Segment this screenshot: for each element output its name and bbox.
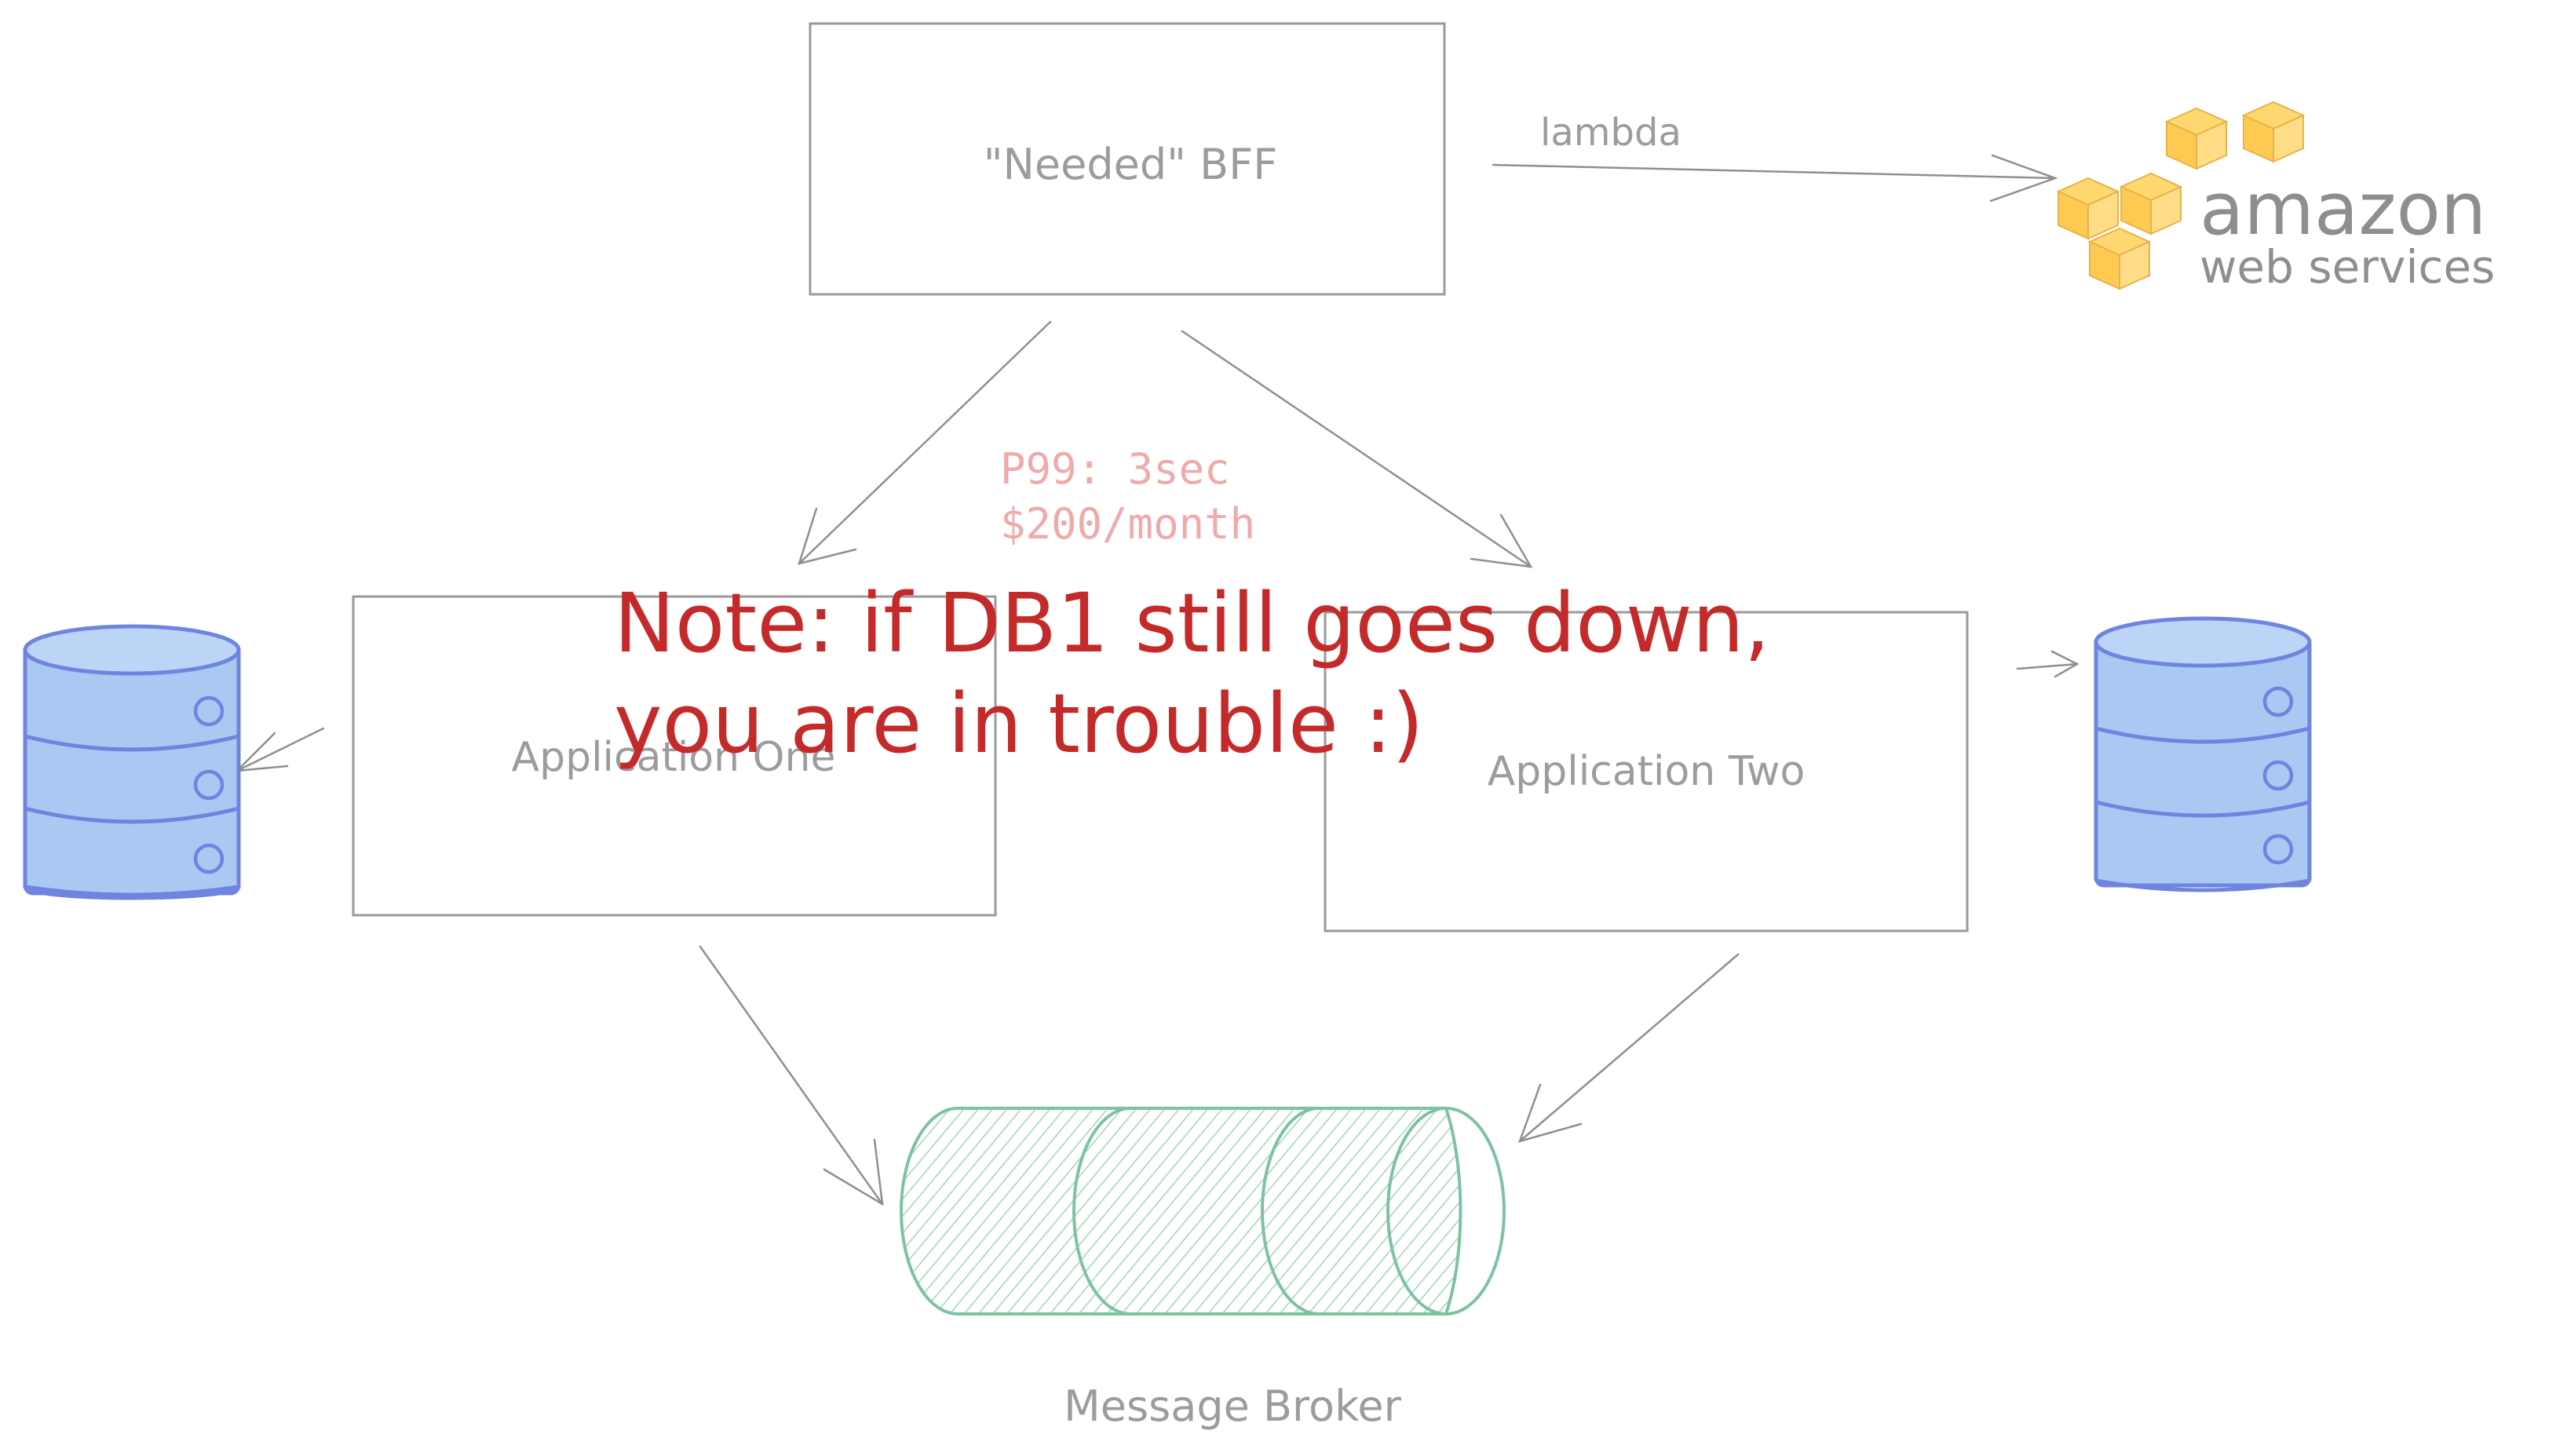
broker-label: Message Broker bbox=[1064, 1381, 1402, 1431]
database-two[interactable] bbox=[2094, 616, 2312, 892]
db2-knob-1 bbox=[2262, 686, 2294, 717]
database-one[interactable] bbox=[23, 624, 241, 900]
app-two-label: Application Two bbox=[1488, 748, 1806, 795]
aws-wordmark-line1: amazon bbox=[2200, 167, 2486, 251]
db1-knob-1 bbox=[193, 695, 225, 727]
note-line-1: Note: if DB1 still goes down, bbox=[614, 575, 1770, 671]
bff-node[interactable]: "Needed" BFF bbox=[809, 22, 1446, 296]
edge-bff-to-app-one bbox=[798, 320, 1052, 565]
db2-knob-2 bbox=[2262, 760, 2294, 791]
note-line-2: you are in trouble :) bbox=[614, 676, 1424, 772]
edge-app-one-to-broker bbox=[699, 945, 884, 1206]
db2-knob-3 bbox=[2262, 834, 2294, 865]
bff-label: "Needed" BFF bbox=[984, 140, 1278, 189]
aws-cubes bbox=[2056, 100, 2306, 290]
app-one-label: Application One bbox=[512, 734, 836, 781]
lambda-label: lambda bbox=[1540, 111, 1681, 155]
edge-app-two-to-broker bbox=[1517, 953, 1740, 1143]
aws-wordmark-line2: web services bbox=[2200, 240, 2495, 294]
db1-knob-3 bbox=[193, 843, 225, 874]
edge-app-two-to-db2 bbox=[2016, 650, 2079, 678]
metrics-annotation: P99: 3sec $200/month bbox=[1000, 444, 1255, 549]
warning-note: Note: if DB1 still goes down, you are in… bbox=[614, 575, 1770, 772]
edge-bff-to-app-two bbox=[1181, 330, 1533, 568]
app-two-node[interactable]: Application Two bbox=[1324, 611, 1969, 932]
edge-bff-to-aws: lambda bbox=[1492, 111, 2058, 203]
message-broker[interactable]: Message Broker bbox=[900, 1107, 1506, 1431]
app-one-node[interactable]: Application One bbox=[352, 595, 997, 917]
latency-metric: P99: 3sec bbox=[1000, 444, 1230, 494]
db1-knob-2 bbox=[193, 769, 225, 801]
cost-metric: $200/month bbox=[1000, 499, 1255, 549]
edge-app-one-to-db1 bbox=[234, 727, 325, 772]
aws-logo: amazon web services bbox=[2056, 100, 2495, 294]
